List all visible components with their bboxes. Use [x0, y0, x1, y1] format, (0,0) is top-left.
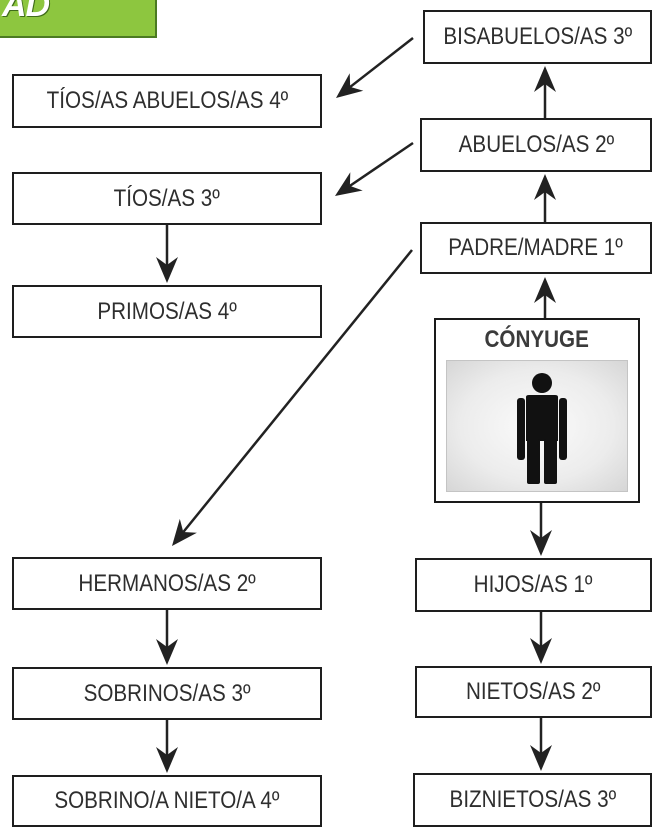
node-label: HIJOS/AS 1º	[474, 571, 593, 598]
node-bisabuelos: BISABUELOS/AS 3º	[423, 10, 652, 64]
arrow-shaft	[349, 141, 414, 187]
arrow-sobrinos-to-sobrino-nieto	[156, 720, 178, 773]
node-hijos: HIJOS/AS 1º	[415, 558, 652, 612]
figure-frame	[446, 360, 628, 492]
node-tios: TÍOS/AS 3º	[12, 172, 322, 225]
arrow-abuelos-to-bisabuelos	[534, 66, 556, 118]
arrow-abuelos-to-tios	[335, 141, 414, 196]
node-label: NIETOS/AS 2º	[466, 678, 601, 705]
node-label: ABUELOS/AS 2º	[458, 131, 614, 158]
arrowhead	[156, 257, 178, 283]
arrowhead	[530, 745, 552, 771]
node-nietos: NIETOS/AS 2º	[415, 666, 652, 718]
node-primos: PRIMOS/AS 4º	[12, 285, 322, 338]
arrow-tios-to-primos	[156, 225, 178, 283]
node-label: TÍOS/AS ABUELOS/AS 4º	[46, 87, 288, 114]
arrowhead	[530, 638, 552, 664]
node-sobrino-nieto: SOBRINO/A NIETO/A 4º	[12, 775, 322, 827]
conyuge-title: CÓNYUGE	[436, 326, 638, 354]
arrowhead	[530, 530, 552, 556]
node-biznietos: BIZNIETOS/AS 3º	[413, 773, 652, 827]
node-abuelos: ABUELOS/AS 2º	[420, 118, 652, 172]
arrowhead	[534, 66, 556, 92]
arrow-nietos-to-biznietos	[530, 718, 552, 771]
node-label: PRIMOS/AS 4º	[97, 297, 237, 325]
arrow-hijos-to-nietos	[530, 612, 552, 664]
node-label: BIZNIETOS/AS 3º	[449, 786, 616, 813]
node-label: SOBRINO/A NIETO/A 4º	[54, 787, 280, 814]
arrow-conyuge-to-hijos	[530, 503, 552, 556]
arrowhead	[172, 518, 197, 546]
node-label: SOBRINOS/AS 3º	[83, 679, 251, 707]
arrow-hermanos-to-sobrinos	[156, 610, 178, 665]
node-label: TÍOS/AS 3º	[113, 184, 221, 212]
arrowhead	[534, 277, 556, 303]
node-label: PADRE/MADRE 1º	[448, 234, 624, 261]
section-badge: AD	[0, 0, 157, 38]
arrow-padre-to-abuelos	[534, 174, 556, 222]
node-conyuge: CÓNYUGE	[434, 318, 640, 503]
arrow-conyuge-to-padre	[534, 277, 556, 318]
node-label: BISABUELOS/AS 3º	[443, 23, 632, 50]
conyuge-label: CÓNYUGE	[484, 326, 590, 353]
arrowhead	[156, 747, 178, 773]
node-label: HERMANOS/AS 2º	[78, 569, 256, 597]
arrowhead	[335, 172, 363, 196]
section-badge-text: AD	[2, 0, 50, 24]
arrowhead	[336, 73, 364, 98]
node-padre-madre: PADRE/MADRE 1º	[420, 222, 652, 274]
arrow-shaft	[349, 37, 414, 88]
person-icon	[517, 373, 567, 484]
node-sobrinos: SOBRINOS/AS 3º	[12, 667, 322, 720]
arrow-bisabuelos-to-tios-abuelos	[336, 37, 414, 98]
arrowhead	[534, 174, 556, 200]
node-tios-abuelos: TÍOS/AS ABUELOS/AS 4º	[12, 74, 322, 128]
node-hermanos: HERMANOS/AS 2º	[12, 557, 322, 610]
arrowhead	[156, 639, 178, 665]
